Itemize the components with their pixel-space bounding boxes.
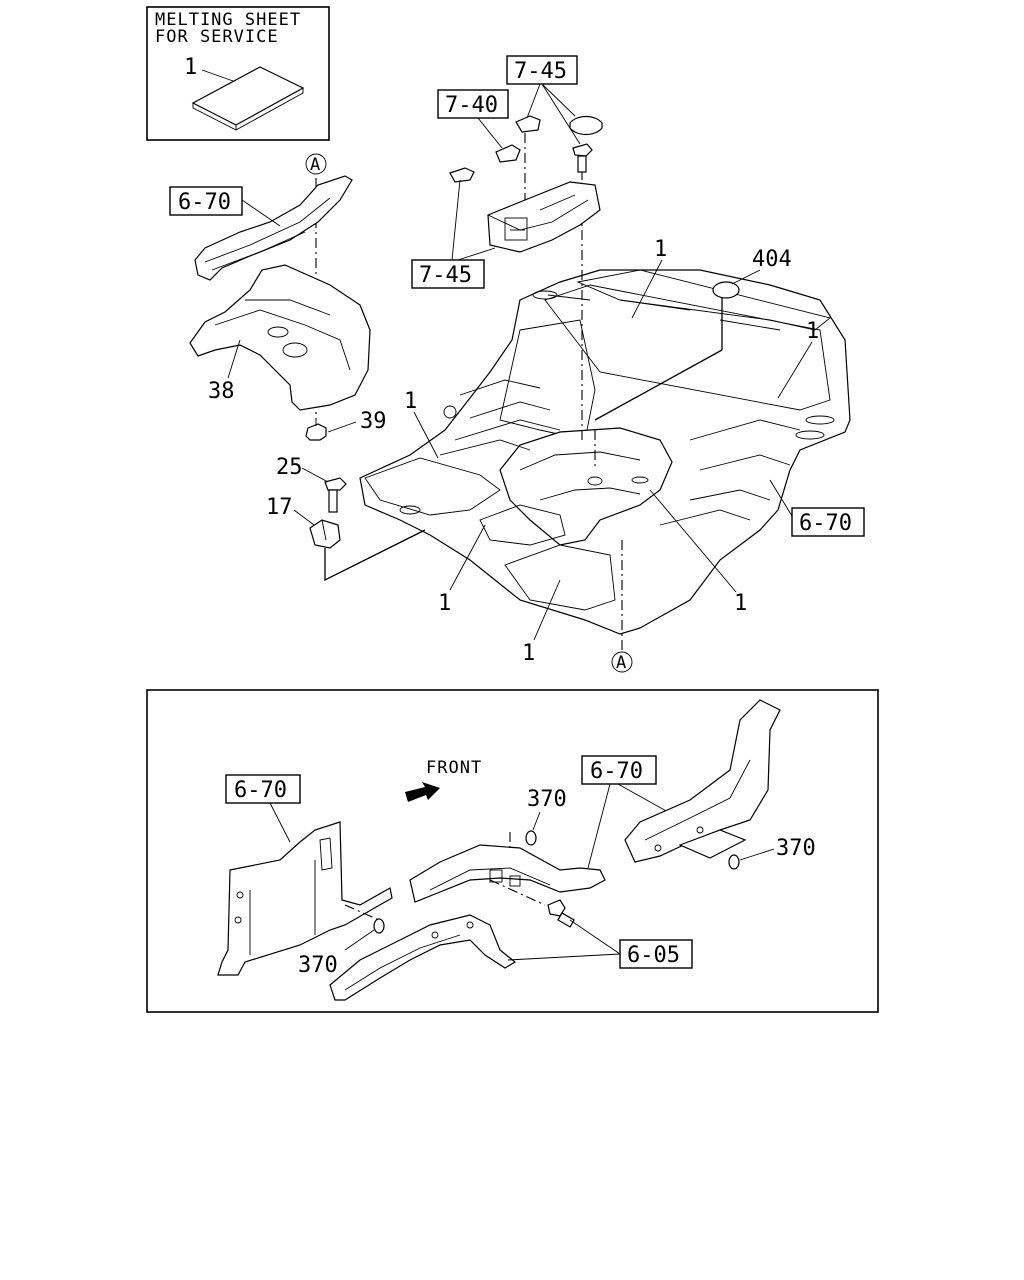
front-arrow-icon [405,782,440,802]
inset-title-line1: MELTING SHEET [155,10,301,30]
reference-marker-a-top-label: A [310,155,321,175]
plug-part-370-left [373,918,385,934]
heat-shield-part-38 [189,264,371,411]
ref-box-6-70-detail-left[interactable] [225,774,301,804]
part-label-1-c: 1 [404,389,417,414]
side-rail-center [409,844,606,903]
rear-side-panel-left [217,821,393,976]
bolt-part-25 [324,477,347,513]
part-label-17: 17 [266,495,293,520]
ref-box-7-40[interactable] [437,89,509,119]
part-label-1-b: 1 [806,319,819,344]
clip-part-7-40 [495,144,521,163]
plug-part-370-center [525,830,537,846]
ref-box-6-70-upper-left[interactable] [169,186,243,216]
ref-box-6-70-detail-center[interactable] [581,755,657,785]
ref-label-6-70-detail-left[interactable]: 6-70 [234,778,287,803]
inset-title-line2: FOR SERVICE [155,27,279,47]
part-label-404: 404 [752,247,792,272]
ref-box-7-45-top[interactable] [506,55,578,85]
part-label-1-f: 1 [734,591,747,616]
ref-box-7-45-lower[interactable] [411,259,485,289]
part-label-1-e: 1 [522,641,535,666]
ref-box-6-70-right[interactable] [791,507,865,537]
ref-label-6-70-right[interactable]: 6-70 [799,511,852,536]
detail-panel: FRONT 6-70 370 6-70 370 [146,689,879,1013]
part-label-38: 38 [208,379,235,404]
ref-label-6-70-upper-left[interactable]: 6-70 [178,190,231,215]
side-rail-right [624,699,781,863]
part-label-370-center: 370 [527,787,567,812]
front-direction-label: FRONT [426,758,482,778]
reference-marker-a-bottom [611,651,633,673]
clip-part-7-45-small-left [449,167,475,183]
melting-sheet-part [191,66,305,131]
ref-label-7-45-lower[interactable]: 7-45 [419,263,472,288]
reference-marker-a-top [305,153,327,175]
part-label-370-right: 370 [776,836,816,861]
part-label-25: 25 [276,455,303,480]
cap-part-7-45 [569,115,603,136]
part-label-39: 39 [360,409,387,434]
ref-label-6-70-detail-center[interactable]: 6-70 [590,759,643,784]
plug-part-370-right [728,854,740,870]
sill-rail-lower [329,914,517,1001]
melting-sheet-inset: MELTING SHEET FOR SERVICE 1 [146,6,330,141]
side-rail-upper-left [194,175,353,281]
part-label-370-left: 370 [298,953,338,978]
bolt-part-7-45 [572,143,593,173]
reference-marker-a-bottom-label: A [616,653,627,673]
clip-part-39 [305,420,327,441]
ref-label-7-40[interactable]: 7-40 [445,93,498,118]
clip-part-7-45-upper [515,115,541,133]
bracket-part-17 [309,519,341,549]
bolt-part-6-05 [547,899,575,928]
part-label-1-a: 1 [654,237,667,262]
plug-part-404 [712,281,740,299]
console-box [487,181,601,253]
part-label-1-d: 1 [438,591,451,616]
part-label-1-inset: 1 [184,55,197,80]
floor-panel-assembly [359,269,851,635]
ref-label-7-45-top[interactable]: 7-45 [514,59,567,84]
ref-label-6-05[interactable]: 6-05 [627,943,680,968]
